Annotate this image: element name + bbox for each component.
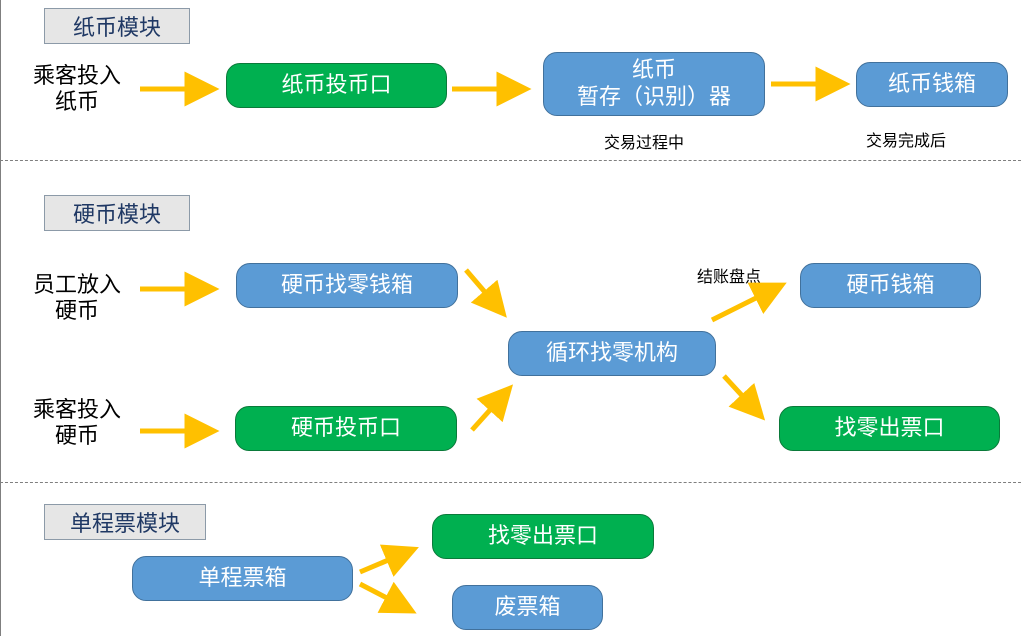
coin-passenger-line2: 硬币 <box>54 424 99 450</box>
ticket-module-label: 单程票模块 <box>44 504 206 540</box>
arrow-ticket-to-outlet <box>359 544 419 577</box>
section-divider-2 <box>0 482 1021 483</box>
paper-temp-line1: 纸币 <box>631 57 676 83</box>
paper-source-line1: 乘客投入 <box>32 64 121 89</box>
paper-source-line2: 纸币 <box>54 90 99 116</box>
coin-module-label: 硬币模块 <box>44 195 190 231</box>
paper-vault-box: 纸币钱箱 <box>856 62 1008 107</box>
coin-change-box: 硬币找零钱箱 <box>236 263 458 308</box>
coin-source-passenger: 乘客投入 硬币 <box>18 398 136 451</box>
paper-source-passenger: 乘客投入 纸币 <box>18 64 136 117</box>
paper-temp-storage-box: 纸币 暂存（识别）器 <box>543 52 765 116</box>
arrow-change-box-to-cycle <box>464 268 507 318</box>
coin-source-staff: 员工放入 硬币 <box>18 273 136 326</box>
arrow-coin-inlet-to-cycle <box>470 384 514 432</box>
ticket-outlet-box: 找零出票口 <box>432 514 654 559</box>
ticket-box: 单程票箱 <box>132 556 353 601</box>
ticket-waste-box: 废票箱 <box>452 585 603 630</box>
coin-outlet-box: 找零出票口 <box>779 406 1000 451</box>
paper-inlet-box: 纸币投币口 <box>226 63 447 108</box>
left-border-line <box>0 0 1 636</box>
arrow-ticket-to-waste <box>358 581 417 614</box>
arrow-cycle-to-coin-vault <box>710 282 787 323</box>
section-divider-1 <box>0 160 1021 161</box>
paper-module-label: 纸币模块 <box>44 8 190 44</box>
arrow-cycle-to-coin-outlet <box>722 374 766 421</box>
coin-cycle-box: 循环找零机构 <box>508 331 716 376</box>
coin-passenger-line1: 乘客投入 <box>32 398 121 423</box>
coin-staff-line2: 硬币 <box>54 299 99 325</box>
paper-note-done: 交易完成后 <box>866 131 947 150</box>
coin-note-settle: 结账盘点 <box>697 267 762 286</box>
paper-note-in-progress: 交易过程中 <box>604 133 685 152</box>
coin-staff-line1: 员工放入 <box>32 273 121 298</box>
coin-inlet-box: 硬币投币口 <box>235 406 457 451</box>
coin-vault-box: 硬币钱箱 <box>800 263 981 308</box>
paper-temp-line2: 暂存（识别）器 <box>576 85 731 110</box>
